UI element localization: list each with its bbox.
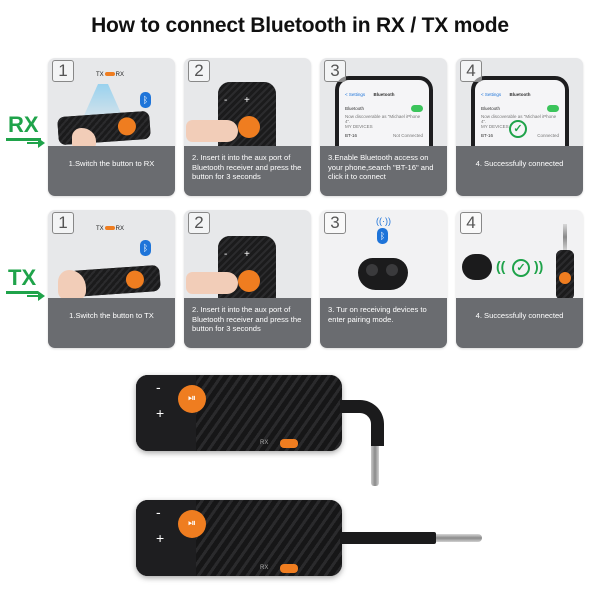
mode-switch bbox=[280, 564, 298, 573]
step-number: 2 bbox=[188, 212, 210, 234]
signal-right-icon: )) bbox=[534, 258, 544, 274]
step-number: 3 bbox=[324, 212, 346, 234]
rx-step-4-card: 4 < Settings Bluetooth Bluetooth Now dis… bbox=[456, 58, 583, 196]
bluetooth-icon: ᛒ bbox=[140, 92, 151, 108]
cable-bend bbox=[340, 400, 384, 446]
step-caption: 3.Enable Bluetooth access on your phone,… bbox=[320, 146, 447, 196]
rx-step-2-card: 2 - + 2. Insert it into the aux port of … bbox=[184, 58, 311, 196]
check-icon: ✓ bbox=[512, 259, 530, 277]
step-caption: 3. Tur on receiving devices to enter pai… bbox=[320, 298, 447, 348]
signal-left-icon: (( bbox=[496, 258, 506, 274]
step-number: 1 bbox=[52, 60, 74, 82]
page-title: How to connect Bluetooth in RX / TX mode bbox=[91, 14, 509, 37]
check-icon: ✓ bbox=[509, 120, 527, 138]
finger bbox=[72, 128, 96, 150]
mode-switch bbox=[280, 439, 298, 448]
step-number: 1 bbox=[52, 212, 74, 234]
aux-jack bbox=[563, 224, 567, 250]
multi-function-button: ⏯ bbox=[178, 510, 206, 538]
earbuds-case-image bbox=[358, 258, 408, 290]
step-number: 4 bbox=[460, 212, 482, 234]
step-caption: 1.Switch the button to RX bbox=[48, 146, 175, 196]
rx-mode-label: RX bbox=[6, 112, 41, 141]
multi-function-button: ⏯ bbox=[178, 385, 206, 413]
bluetooth-icon: ᛒ bbox=[140, 240, 151, 256]
finger bbox=[186, 120, 238, 142]
tx-arrow bbox=[27, 291, 45, 301]
wifi-signal-icon: ((·)) bbox=[376, 216, 391, 226]
earbuds-case-image bbox=[462, 254, 492, 280]
bluetooth-icon: ᛒ bbox=[377, 228, 388, 244]
tx-mode-label: TX bbox=[6, 265, 39, 294]
step-caption: 2. Insert it into the aux port of Blueto… bbox=[184, 298, 311, 348]
step-number: 3 bbox=[324, 60, 346, 82]
step-caption: 1.Switch the button to TX bbox=[48, 298, 175, 348]
cable-straight bbox=[340, 532, 436, 544]
finger bbox=[186, 272, 238, 294]
tx-step-3-card: 3 ((·)) ᛒ 3. Tur on receiving devices to… bbox=[320, 210, 447, 348]
rx-arrow bbox=[27, 138, 45, 148]
finger bbox=[58, 270, 86, 300]
step-caption: 4. Successfully connected bbox=[456, 298, 583, 348]
step-number: 4 bbox=[460, 60, 482, 82]
aux-jack-top bbox=[371, 446, 379, 486]
rx-step-3-card: 3 < Settings Bluetooth Bluetooth Now dis… bbox=[320, 58, 447, 196]
step-number: 2 bbox=[188, 60, 210, 82]
aux-jack-bottom bbox=[436, 534, 482, 542]
tx-step-4-card: 4 (( ✓ )) 4. Successfully connected bbox=[456, 210, 583, 348]
step-caption: 2. Insert it into the aux port of Blueto… bbox=[184, 146, 311, 196]
product-device-top: - + ⏯ RX bbox=[136, 375, 342, 451]
product-device-bottom: - + ⏯ RX bbox=[136, 500, 342, 576]
step-caption: 4. Successfully connected bbox=[456, 146, 583, 196]
tx-step-2-card: 2 - + 2. Insert it into the aux port of … bbox=[184, 210, 311, 348]
device-image bbox=[556, 250, 574, 300]
